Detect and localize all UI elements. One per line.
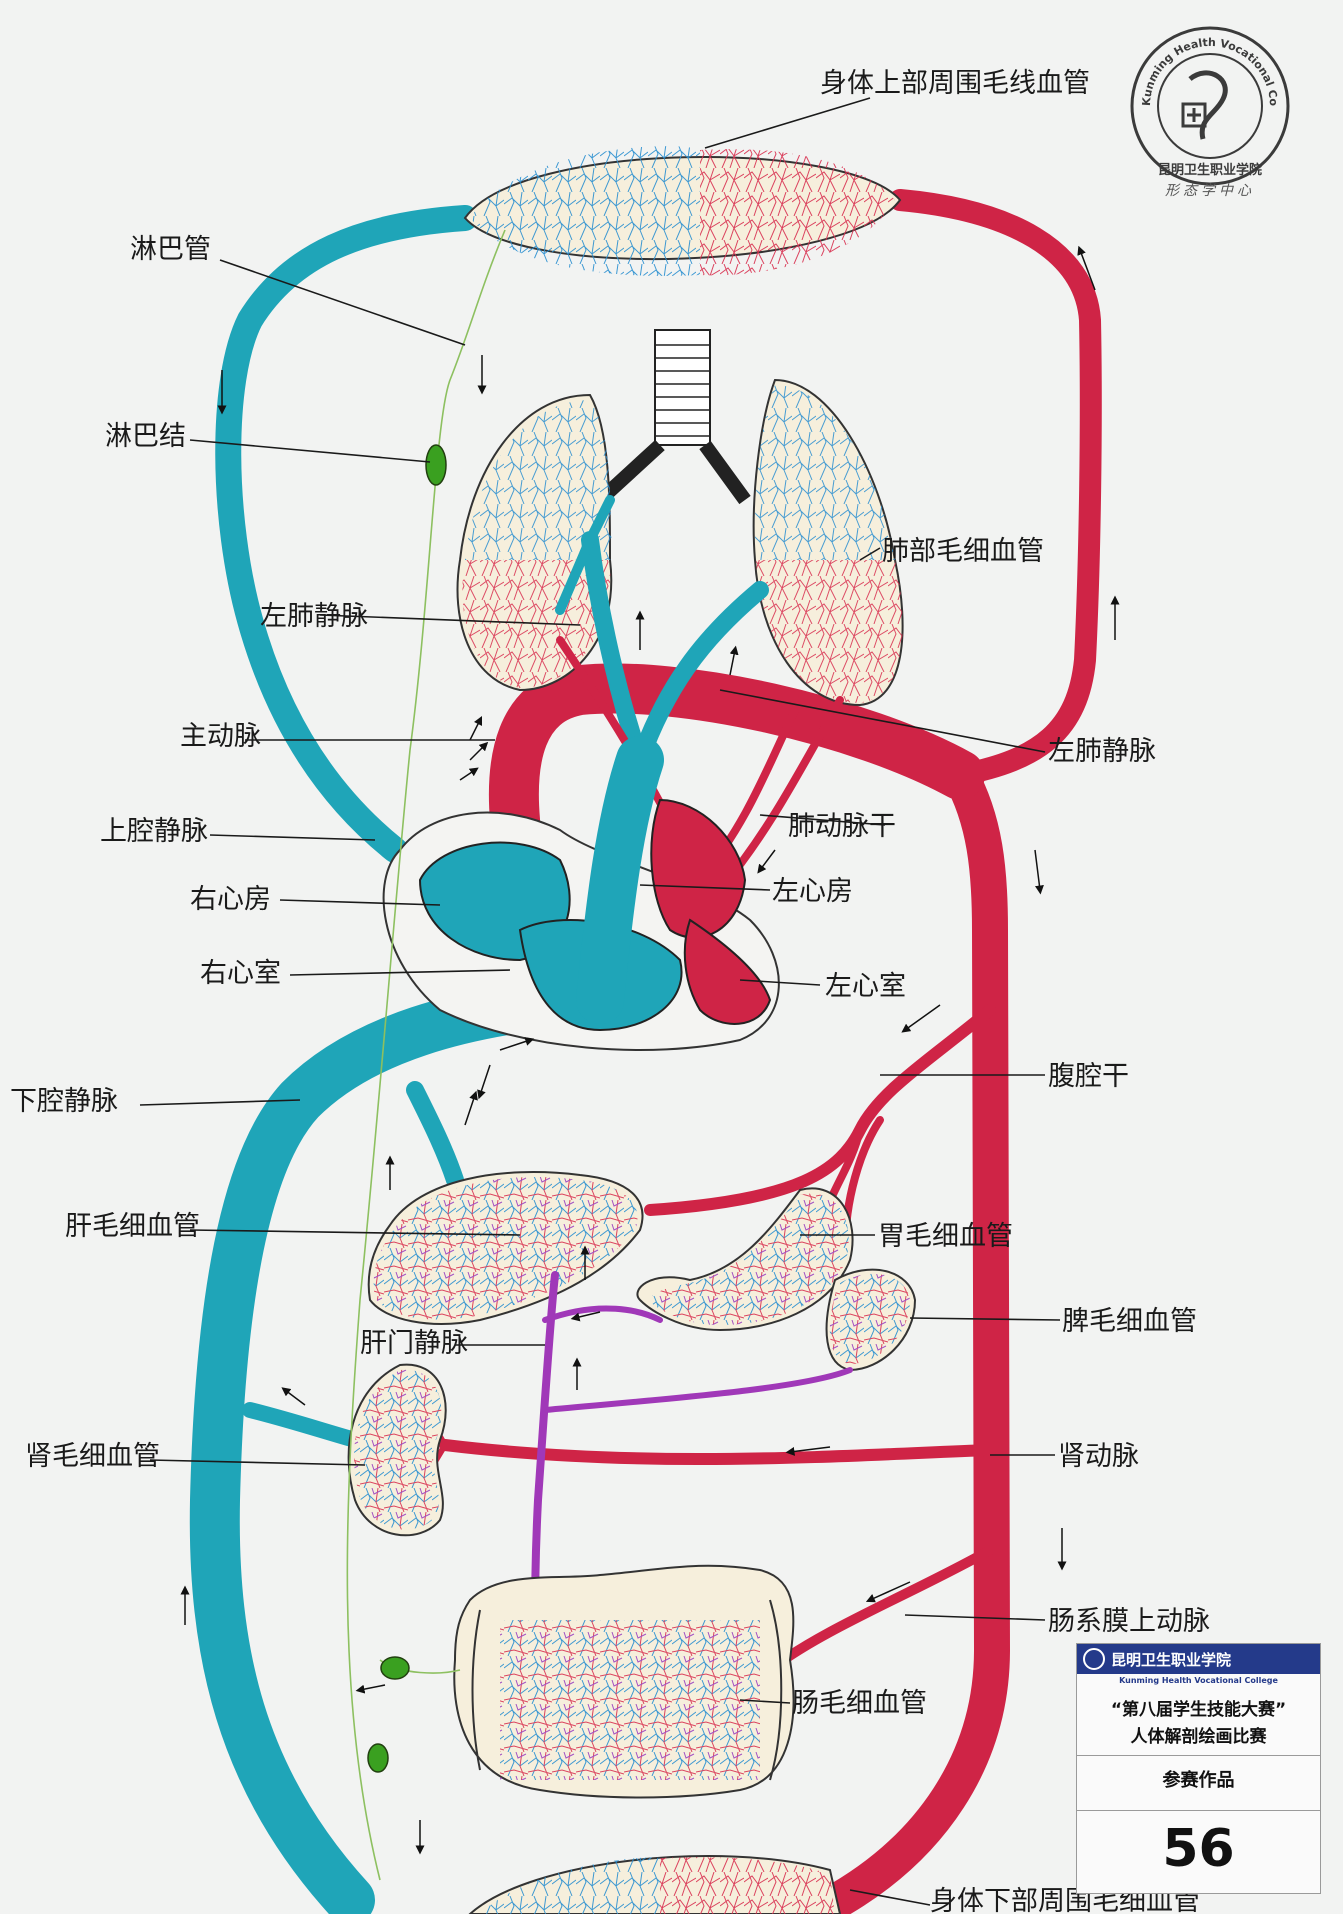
label-mesenteric-artery: 肠系膜上动脉	[1048, 1606, 1210, 1637]
left-atrium-chamber	[650, 798, 747, 939]
label-kidney-capillaries: 肾毛细血管	[25, 1441, 160, 1472]
label-leader-lines	[139, 97, 1061, 1906]
label-right-atrium: 右心房	[190, 884, 271, 915]
label-renal-artery: 肾动脉	[1058, 1441, 1139, 1472]
label-pulmonary-trunk: 肺动脉干	[788, 811, 896, 842]
label-intestine-capillaries: 肠毛细血管	[792, 1688, 927, 1719]
entry-card-header: 昆明卫生职业学院	[1077, 1644, 1320, 1674]
label-inferior-vena-cava: 下腔静脉	[10, 1086, 118, 1117]
entry-card-contest: 人体解剖绘画比赛	[1130, 1727, 1267, 1747]
label-left-ventricle: 左心室	[825, 971, 906, 1002]
label-aorta: 主动脉	[180, 721, 261, 752]
seal-caption: 形态学中心	[1165, 183, 1255, 199]
entry-card-competition: “第八届学生技能大赛”	[1110, 1700, 1287, 1720]
label-liver-capillaries: 肝毛细血管	[65, 1211, 200, 1242]
renal-vein-vessel	[242, 1402, 363, 1448]
pulmonary-trunk-vessel	[576, 736, 664, 1024]
upper-aorta-branch-vessel	[889, 189, 1102, 786]
lymph-node	[425, 444, 447, 486]
seal-chinese-name: 昆明卫生职业学院	[1158, 162, 1262, 178]
label-hepatic-portal-vein: 肝门静脉	[360, 1328, 468, 1359]
label-lymph-duct: 淋巴管	[130, 234, 211, 265]
hepatic-vein-vessel	[406, 1081, 464, 1189]
lymph-node	[380, 1656, 410, 1680]
label-superior-vena-cava: 上腔静脉	[100, 816, 208, 847]
superior-vena-cava-vessel	[215, 205, 478, 863]
entry-card-number: 56	[1162, 1819, 1235, 1879]
flow-arrows	[180, 245, 1120, 1855]
entry-card-school: 昆明卫生职业学院	[1111, 1650, 1232, 1669]
inferior-vena-cava-vessel	[189, 975, 615, 1914]
college-logo-icon	[1083, 1648, 1105, 1670]
label-pulmonary-capillaries: 肺部毛细血管	[882, 536, 1044, 567]
label-upper-capillaries: 身体上部周围毛线血管	[820, 68, 1090, 99]
label-lymph-node: 淋巴结	[105, 421, 186, 452]
label-left-atrium: 左心房	[772, 876, 853, 907]
svg-text:Kunming Health Vocational Coll: Kunming Health Vocational College	[1128, 24, 1280, 107]
label-right-pulmonary-vein: 左肺静脉	[1048, 736, 1156, 767]
college-seal: Kunming Health Vocational College 昆明卫生职业…	[1128, 24, 1290, 186]
label-pancreas-capillaries: 脾毛细血管	[1062, 1306, 1197, 1337]
lymph-node	[367, 1743, 389, 1773]
renal-artery-vessel	[439, 1439, 996, 1466]
right-pulmonary-artery	[631, 581, 769, 769]
entry-card: 昆明卫生职业学院 Kunming Health Vocational Colle…	[1076, 1643, 1321, 1894]
left-ventricle-chamber	[683, 918, 772, 1025]
descending-aorta-vessel	[812, 757, 1010, 1914]
label-left-pulmonary-vein: 左肺静脉	[260, 601, 368, 632]
trachea	[595, 329, 751, 506]
label-celiac-trunk: 腹腔干	[1048, 1061, 1129, 1092]
entry-card-entry-label: 参赛作品	[1162, 1770, 1235, 1791]
label-right-ventricle: 右心室	[200, 958, 281, 989]
lymph-duct-vessel	[346, 229, 506, 1881]
seal-english-name: Kunming Health Vocational College	[1128, 24, 1280, 107]
label-stomach-capillaries: 胃毛细血管	[878, 1221, 1013, 1252]
entry-card-school-en: Kunming Health Vocational College	[1119, 1676, 1278, 1685]
left-pulmonary-artery	[581, 531, 649, 769]
